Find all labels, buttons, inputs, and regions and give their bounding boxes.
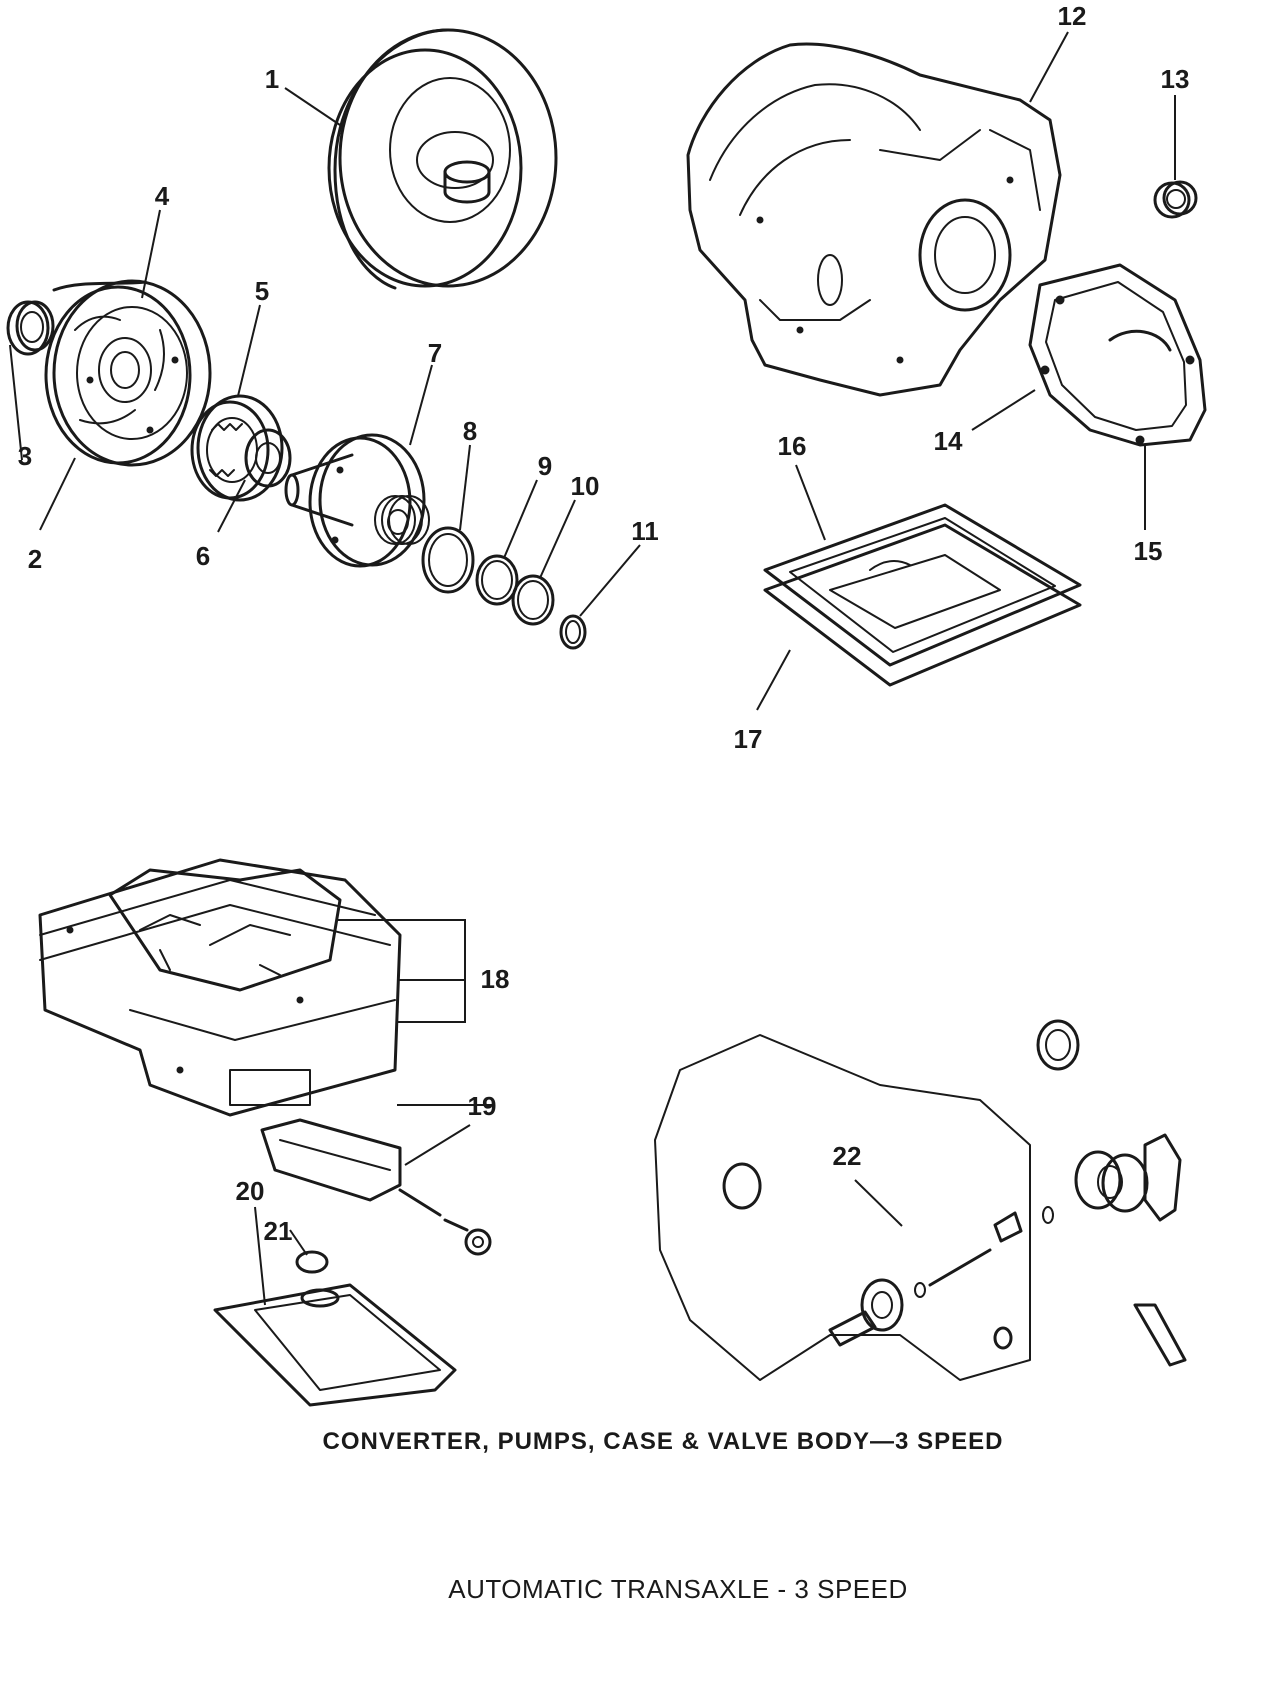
callout-10: 10 [571,471,600,501]
valve-body-icon [38,858,402,1117]
side-cover-icon [1028,263,1207,447]
page-title: AUTOMATIC TRANSAXLE - 3 SPEED [448,1574,908,1604]
oil-seal-icon [6,300,55,356]
callout-13: 13 [1161,64,1190,94]
callout-22: 22 [833,1141,862,1171]
callout-5: 5 [255,276,269,306]
diagram-caption: CONVERTER, PUMPS, CASE & VALVE BODY—3 SP… [323,1428,1004,1455]
callout-16: 16 [778,431,807,461]
pump-gear-icon [190,394,292,502]
callout-15: 15 [1134,536,1163,566]
stator-shaft-icon [284,433,430,568]
seal-ring-icon [421,526,587,650]
callout-2: 2 [28,544,42,574]
callout-labels: 1 2 3 4 5 6 7 8 9 10 11 12 13 14 15 16 1… [18,1,1190,1246]
callout-11: 11 [631,516,659,546]
callout-7: 7 [428,338,442,368]
pump-body-icon [44,279,212,467]
callout-8: 8 [463,416,477,446]
transaxle-case-icon [686,42,1062,397]
callout-12: 12 [1058,1,1087,31]
callout-1: 1 [265,64,279,94]
speedometer-gear-icon [654,1019,1187,1381]
callout-18: 18 [481,964,510,994]
leader-lines [9,31,1176,1306]
callout-9: 9 [538,451,552,481]
callout-6: 6 [196,541,210,571]
callout-17: 17 [734,724,763,754]
callout-20: 20 [236,1176,265,1206]
gasket-icon [763,523,1082,687]
oil-seal-icon [1153,180,1198,219]
oil-pan-icon [763,503,1082,667]
callout-21: 21 [264,1216,293,1246]
callout-4: 4 [155,181,170,211]
callout-14: 14 [934,426,963,456]
solenoid-icon [260,1118,492,1256]
torque-converter-icon [327,28,558,290]
callout-19: 19 [468,1091,497,1121]
oil-strainer-icon [213,1250,457,1407]
callout-3: 3 [18,441,32,471]
